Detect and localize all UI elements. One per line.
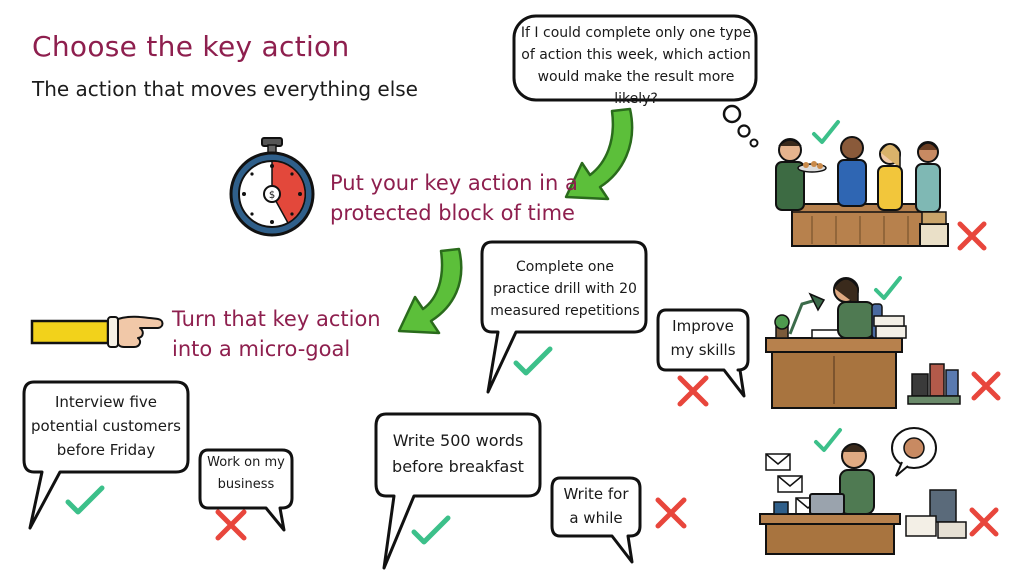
cross-icon (957, 221, 987, 251)
thought-line: would make the result more likely? (537, 69, 735, 107)
stopwatch-icon: $ (229, 137, 315, 237)
bubble-line: measured repetitions (490, 303, 640, 319)
bubble-line: my skills (670, 341, 736, 359)
bubble-line: before breakfast (392, 457, 524, 476)
speech-bubble-bad (656, 308, 750, 398)
interview-good-text: Interview five potential customers befor… (24, 390, 188, 462)
check-icon (874, 276, 902, 300)
bubble-line: before Friday (56, 441, 156, 459)
cross-icon (655, 497, 687, 529)
check-icon (65, 485, 105, 515)
cross-icon (677, 375, 709, 407)
cross-icon (215, 509, 247, 541)
page-title: Choose the key action (32, 30, 350, 63)
bubble-line: Write 500 words (392, 431, 524, 450)
svg-text:$: $ (269, 190, 275, 201)
step-micro-goal: Turn that key action into a micro-goal (172, 304, 381, 364)
check-icon (513, 346, 553, 376)
page-subtitle: The action that moves everything else (32, 77, 418, 101)
speech-bubble-good (480, 240, 648, 394)
illustration-desk-writer (765, 276, 1001, 409)
step-protect-time: Put your key action in a protected block… (330, 168, 578, 228)
check-icon (814, 428, 842, 452)
cross-icon (969, 507, 999, 537)
interview-bad-text: Work on my business (200, 452, 292, 496)
step-line: into a micro-goal (172, 337, 351, 361)
bubble-line: Interview five (54, 393, 158, 411)
speech-bubble-bad (198, 448, 294, 532)
write-bad-text: Write for a while (552, 482, 640, 530)
cross-icon (971, 371, 1001, 401)
thought-text: If I could complete only one type of act… (516, 22, 756, 110)
bubble-line: a while (569, 509, 623, 527)
practice-bad-text: Improve my skills (658, 314, 748, 362)
step-line: Turn that key action (172, 307, 381, 331)
bubble-line: business (217, 477, 275, 492)
speech-bubble-good (22, 380, 190, 530)
write-good-text: Write 500 words before breakfast (378, 428, 538, 480)
illustration-laptop-emails (759, 427, 999, 555)
practice-good-text: Complete one practice drill with 20 meas… (484, 256, 646, 322)
bubble-line: Work on my (207, 455, 285, 470)
check-icon (812, 120, 840, 144)
illustration-tasting-booth (775, 120, 987, 251)
bubble-line: Improve (672, 317, 734, 335)
arrow-icon (564, 107, 634, 201)
step-line: protected block of time (330, 201, 575, 225)
thought-bubble (512, 14, 759, 148)
bubble-line: Write for (563, 485, 629, 503)
bubble-line: Complete one (516, 259, 614, 275)
bubble-line: practice drill with 20 (493, 281, 637, 297)
thought-line: If I could complete only one type (520, 25, 752, 41)
speech-bubble-bad (550, 476, 642, 564)
thought-line: of action this week, which action (521, 47, 751, 63)
arrow-icon (397, 247, 463, 335)
check-icon (411, 515, 451, 545)
speech-bubble-good (374, 412, 542, 570)
pointing-hand-icon (30, 315, 164, 348)
bubble-line: potential customers (31, 417, 181, 435)
step-line: Put your key action in a (330, 171, 578, 195)
